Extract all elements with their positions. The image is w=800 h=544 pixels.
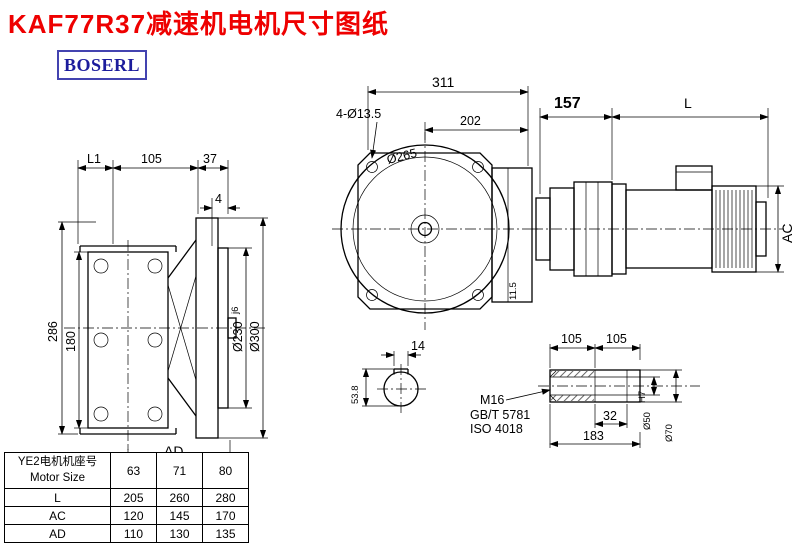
- dim-l1-label: L1: [87, 152, 101, 166]
- dim-202-label: 202: [460, 114, 481, 128]
- standard-gb-label: GB/T 5781: [470, 408, 530, 422]
- front-view: 311 202 4-Ø13.5 Ø265 157 L AC 11.5: [332, 74, 795, 330]
- cell-L-80: 280: [202, 488, 249, 507]
- thread-spec-label: M16: [480, 393, 504, 407]
- bore-section-view: 14 53.8: [350, 339, 426, 414]
- cell-AD-63: 110: [110, 524, 157, 543]
- cell-L-63: 205: [110, 488, 157, 507]
- row-label-L: L: [4, 488, 111, 507]
- table-size-63: 63: [110, 452, 157, 489]
- brand-logo: BOSERL: [57, 50, 147, 80]
- dim-motor-length-label: L: [684, 95, 692, 111]
- dim-bore-tol-label: H7: [637, 391, 648, 403]
- dim-11-5-label: 11.5: [508, 282, 519, 300]
- dim-311-label: 311: [432, 74, 455, 90]
- motor-size-table: YE2电机机座号 Motor Size 63 71 80 L 205 260 2…: [4, 452, 249, 543]
- dim-keyway-height-label: 53.8: [350, 386, 361, 405]
- dim-32-label: 32: [603, 409, 617, 423]
- dim-4-label: 4: [215, 192, 222, 206]
- dim-spigot-dia-label: Ø230: [231, 321, 245, 352]
- dim-37-label: 37: [203, 152, 217, 166]
- table-header-cn: YE2电机机座号: [17, 455, 98, 468]
- table-row-AD: AD 110 130 135: [4, 524, 249, 543]
- dim-286-label: 286: [46, 321, 60, 342]
- dim-flange-dia-label: Ø265: [385, 146, 418, 167]
- row-label-AC: AC: [4, 506, 111, 525]
- dim-157-label: 157: [554, 95, 581, 112]
- dim-bolt-holes-label: 4-Ø13.5: [336, 107, 381, 121]
- table-header-en: Motor Size: [30, 471, 85, 484]
- cell-L-71: 260: [156, 488, 203, 507]
- table-row-L: L 205 260 280: [4, 488, 249, 507]
- page-title: KAF77R37减速机电机尺寸图纸: [8, 9, 390, 39]
- dim-180-label: 180: [64, 331, 78, 352]
- standard-iso-label: ISO 4018: [470, 422, 523, 436]
- cell-AD-71: 130: [156, 524, 203, 543]
- table-row-AC: AC 120 145 170: [4, 506, 249, 525]
- table-size-80: 80: [202, 452, 249, 489]
- dim-105-label: 105: [141, 152, 162, 166]
- dim-183-label: 183: [583, 429, 604, 443]
- cell-AC-80: 170: [202, 506, 249, 525]
- dim-spigot-tol-label: j6: [230, 307, 241, 315]
- row-label-AD: AD: [4, 524, 111, 543]
- shaft-detail-view: 105 105 Ø50 H7 Ø70 32 183 M16 GB/T 5781: [470, 332, 700, 448]
- dim-keyway-width-label: 14: [411, 339, 425, 353]
- dim-flange-od-label: Ø300: [248, 321, 262, 352]
- dim-shaft-105b-label: 105: [606, 332, 627, 346]
- table-size-71: 71: [156, 452, 203, 489]
- dim-motor-dia-label: AC: [779, 224, 795, 243]
- dim-shaft-105a-label: 105: [561, 332, 582, 346]
- cell-AC-63: 120: [110, 506, 157, 525]
- dim-bore-dia-label: Ø50: [642, 412, 653, 430]
- dim-shaft-od-label: Ø70: [664, 424, 675, 442]
- side-view: L1 105 37 4 286 180 Ø230 j6: [46, 152, 268, 464]
- table-header-row: YE2电机机座号 Motor Size 63 71 80: [4, 452, 249, 489]
- cell-AD-80: 135: [202, 524, 249, 543]
- cell-AC-71: 145: [156, 506, 203, 525]
- table-header-motor-size: YE2电机机座号 Motor Size: [4, 452, 111, 489]
